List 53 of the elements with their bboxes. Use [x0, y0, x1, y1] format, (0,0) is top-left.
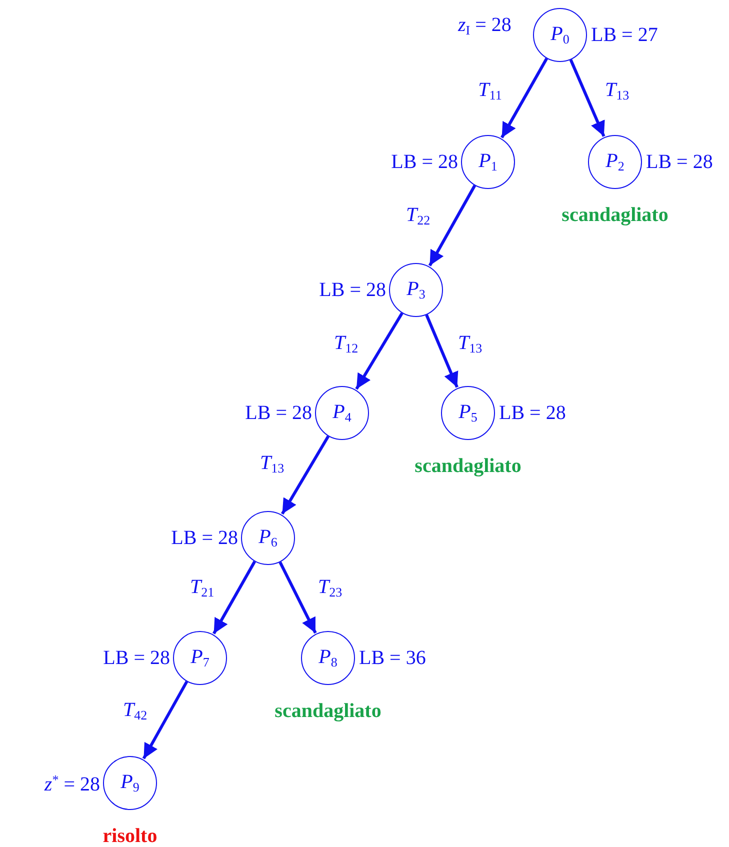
edge-label: T$_{13}$	[260, 453, 284, 474]
node-label: P$_{8}$	[318, 647, 338, 669]
arrow	[212, 560, 256, 634]
bound-label: LB = 28	[319, 280, 386, 300]
node-circle	[301, 631, 355, 685]
bound-label: z$^{*}$ = 28	[44, 773, 100, 794]
bound-label: LB = 28	[103, 648, 170, 668]
node-label: P$_{3}$	[406, 279, 426, 301]
node-label: P$_{1}$	[478, 151, 498, 173]
node-label: P$_{7}$	[190, 647, 210, 669]
bound-label: LB = 36	[359, 648, 426, 668]
incumbent-label: z$_{I}$ = 28	[458, 15, 512, 36]
edge-label: T$_{13}$	[604, 80, 630, 102]
node-circle	[173, 631, 227, 685]
bound-label: LB = 27	[591, 25, 658, 45]
edge-label: T$_{42}$	[122, 700, 148, 722]
status-label: risolto	[102, 826, 158, 846]
node-circle	[103, 756, 157, 810]
bound-label: LB = 28	[646, 152, 713, 172]
node-circle	[441, 386, 495, 440]
node-label: P$_{2}$	[606, 151, 624, 173]
arrow	[142, 680, 188, 760]
arrow	[355, 312, 404, 390]
bound-label: LB = 28	[171, 528, 238, 548]
edge-label: T$_{23}$	[318, 577, 342, 598]
node-label: P$_{6}$	[258, 527, 278, 549]
edge-label: T$_{11}$	[478, 80, 502, 102]
status-label: scandagliato	[274, 701, 382, 721]
arrow	[425, 314, 458, 388]
node-circle	[241, 511, 295, 565]
arrow	[569, 59, 606, 137]
arrow	[428, 184, 476, 266]
edge-label: T$_{13}$	[458, 333, 482, 354]
bound-label: LB = 28	[391, 152, 458, 172]
edge-label: T$_{21}$	[190, 577, 214, 598]
node-circle	[389, 263, 443, 317]
node-label: P$_{4}$	[332, 402, 352, 424]
node-circle	[533, 8, 587, 62]
edge-label: T$_{12}$	[334, 333, 358, 354]
arrow	[278, 561, 317, 634]
node-circle	[588, 135, 642, 189]
arrow	[280, 435, 330, 515]
node-label: P$_{9}$	[120, 772, 140, 794]
bound-label: LB = 28	[499, 403, 566, 423]
arrow	[500, 58, 548, 138]
edge-label: T$_{22}$	[406, 205, 430, 226]
node-circle	[461, 135, 515, 189]
bound-label: LB = 28	[245, 403, 312, 423]
node-label: P$_{0}$	[550, 24, 570, 46]
node-label: P$_{5}$	[458, 402, 478, 424]
status-label: scandagliato	[562, 205, 668, 225]
node-circle	[315, 386, 369, 440]
status-label: scandagliato	[414, 456, 522, 476]
